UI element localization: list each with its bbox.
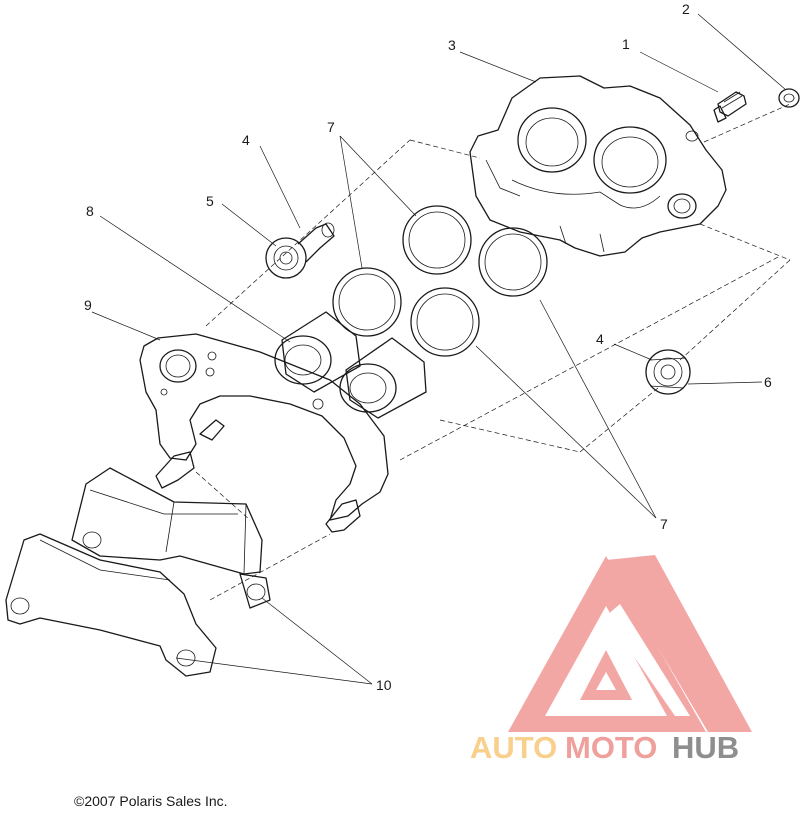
copyright-text: ©2007 Polaris Sales Inc.: [74, 793, 228, 809]
label-6: 6: [764, 374, 772, 390]
label-9: 9: [84, 297, 92, 313]
label-2: 2: [682, 1, 690, 17]
leader-lines: [91, 13, 787, 685]
pin-and-bushing-left: [265, 222, 335, 279]
brake-pad-outer: [5, 533, 217, 677]
watermark-text: AUTO MOTO HUB: [470, 730, 739, 765]
bushing-right: [645, 349, 691, 395]
label-4-right: 4: [596, 331, 604, 347]
label-7-upper: 7: [327, 119, 335, 135]
label-10: 10: [376, 677, 392, 693]
piston-seals: [332, 205, 548, 357]
watermark-hub: HUB: [672, 730, 739, 765]
label-3: 3: [448, 37, 456, 53]
label-1: 1: [622, 36, 630, 52]
pistons: [274, 311, 427, 419]
assembly-lines: [195, 103, 791, 601]
label-4-upper: 4: [242, 132, 250, 148]
watermark-moto: MOTO: [565, 730, 657, 765]
watermark-auto: AUTO: [470, 730, 557, 765]
brake-pad-inner: [71, 467, 271, 609]
bleeder-screw: [713, 91, 747, 123]
watermark-logo: [508, 555, 752, 732]
label-5: 5: [206, 193, 214, 209]
caliper-body: [469, 75, 727, 257]
caliper-bracket: [139, 333, 389, 533]
part-labels: 1 2 3 4 5 7 8 9 4 6 7 10: [84, 1, 772, 693]
label-7-lower: 7: [660, 516, 668, 532]
label-8: 8: [86, 203, 94, 219]
bleeder-cap: [778, 88, 800, 108]
